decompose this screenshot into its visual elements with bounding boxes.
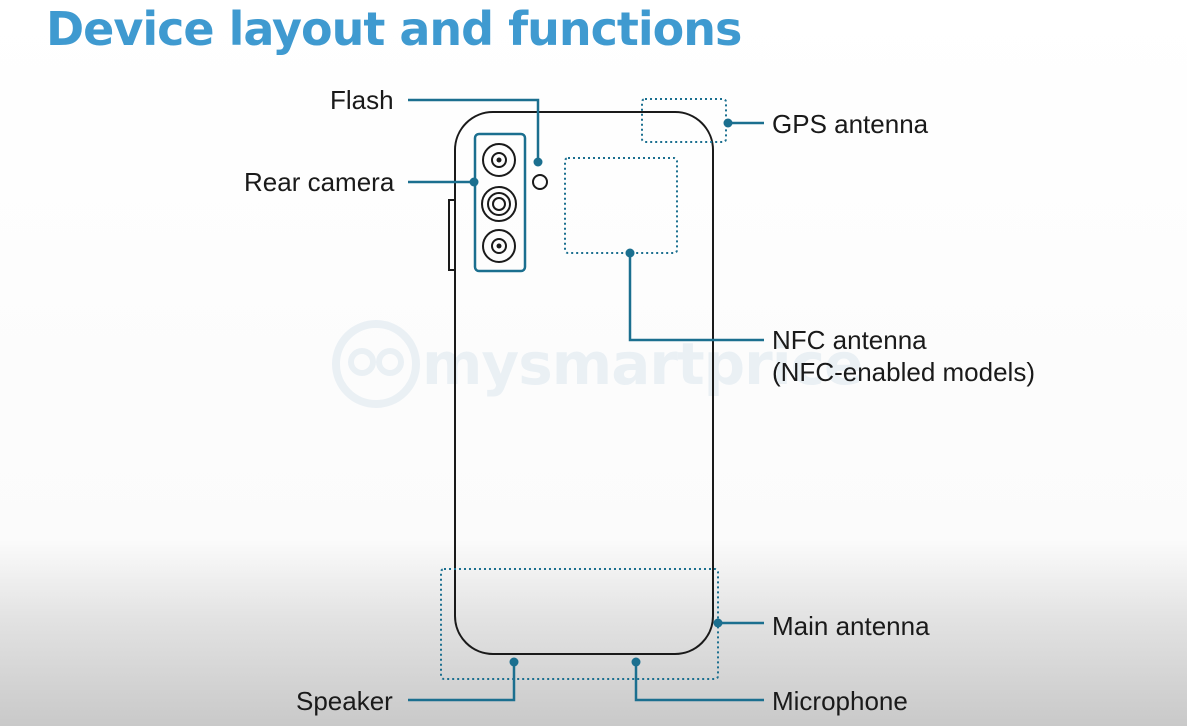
callout-microphone bbox=[631, 657, 764, 702]
callout-nfc-antenna bbox=[625, 248, 764, 342]
side-button bbox=[448, 199, 456, 271]
nfc-antenna-area bbox=[564, 157, 678, 254]
callout-rear-camera bbox=[408, 177, 479, 187]
label-flash: Flash bbox=[330, 85, 394, 115]
callout-gps-antenna bbox=[723, 118, 764, 128]
callout-flash bbox=[408, 98, 543, 167]
camera-lens-1 bbox=[482, 143, 516, 177]
label-nfc-antenna: NFC antenna (NFC-enabled models) bbox=[772, 324, 1035, 388]
camera-lens-2 bbox=[481, 186, 517, 222]
flash-icon bbox=[532, 174, 548, 190]
callout-speaker bbox=[408, 657, 519, 702]
phone-body-outline bbox=[454, 111, 714, 655]
label-rear-camera: Rear camera bbox=[244, 167, 395, 197]
callout-main-antenna bbox=[713, 618, 764, 628]
label-nfc-antenna-line1: NFC antenna bbox=[772, 325, 927, 355]
gps-antenna-area bbox=[641, 98, 727, 143]
watermark-text: mysmartprice bbox=[422, 330, 863, 398]
label-main-antenna: Main antenna bbox=[772, 611, 930, 641]
owl-logo-icon bbox=[332, 320, 420, 408]
label-nfc-antenna-line2: (NFC-enabled models) bbox=[772, 357, 1035, 387]
watermark: mysmartprice bbox=[330, 318, 863, 410]
main-antenna-area bbox=[440, 568, 719, 680]
label-microphone: Microphone bbox=[772, 686, 908, 716]
camera-module-outline bbox=[473, 132, 527, 273]
camera-lens-3 bbox=[482, 229, 516, 263]
label-speaker: Speaker bbox=[296, 686, 393, 716]
page-title: Device layout and functions bbox=[46, 2, 742, 56]
label-gps-antenna: GPS antenna bbox=[772, 109, 929, 139]
